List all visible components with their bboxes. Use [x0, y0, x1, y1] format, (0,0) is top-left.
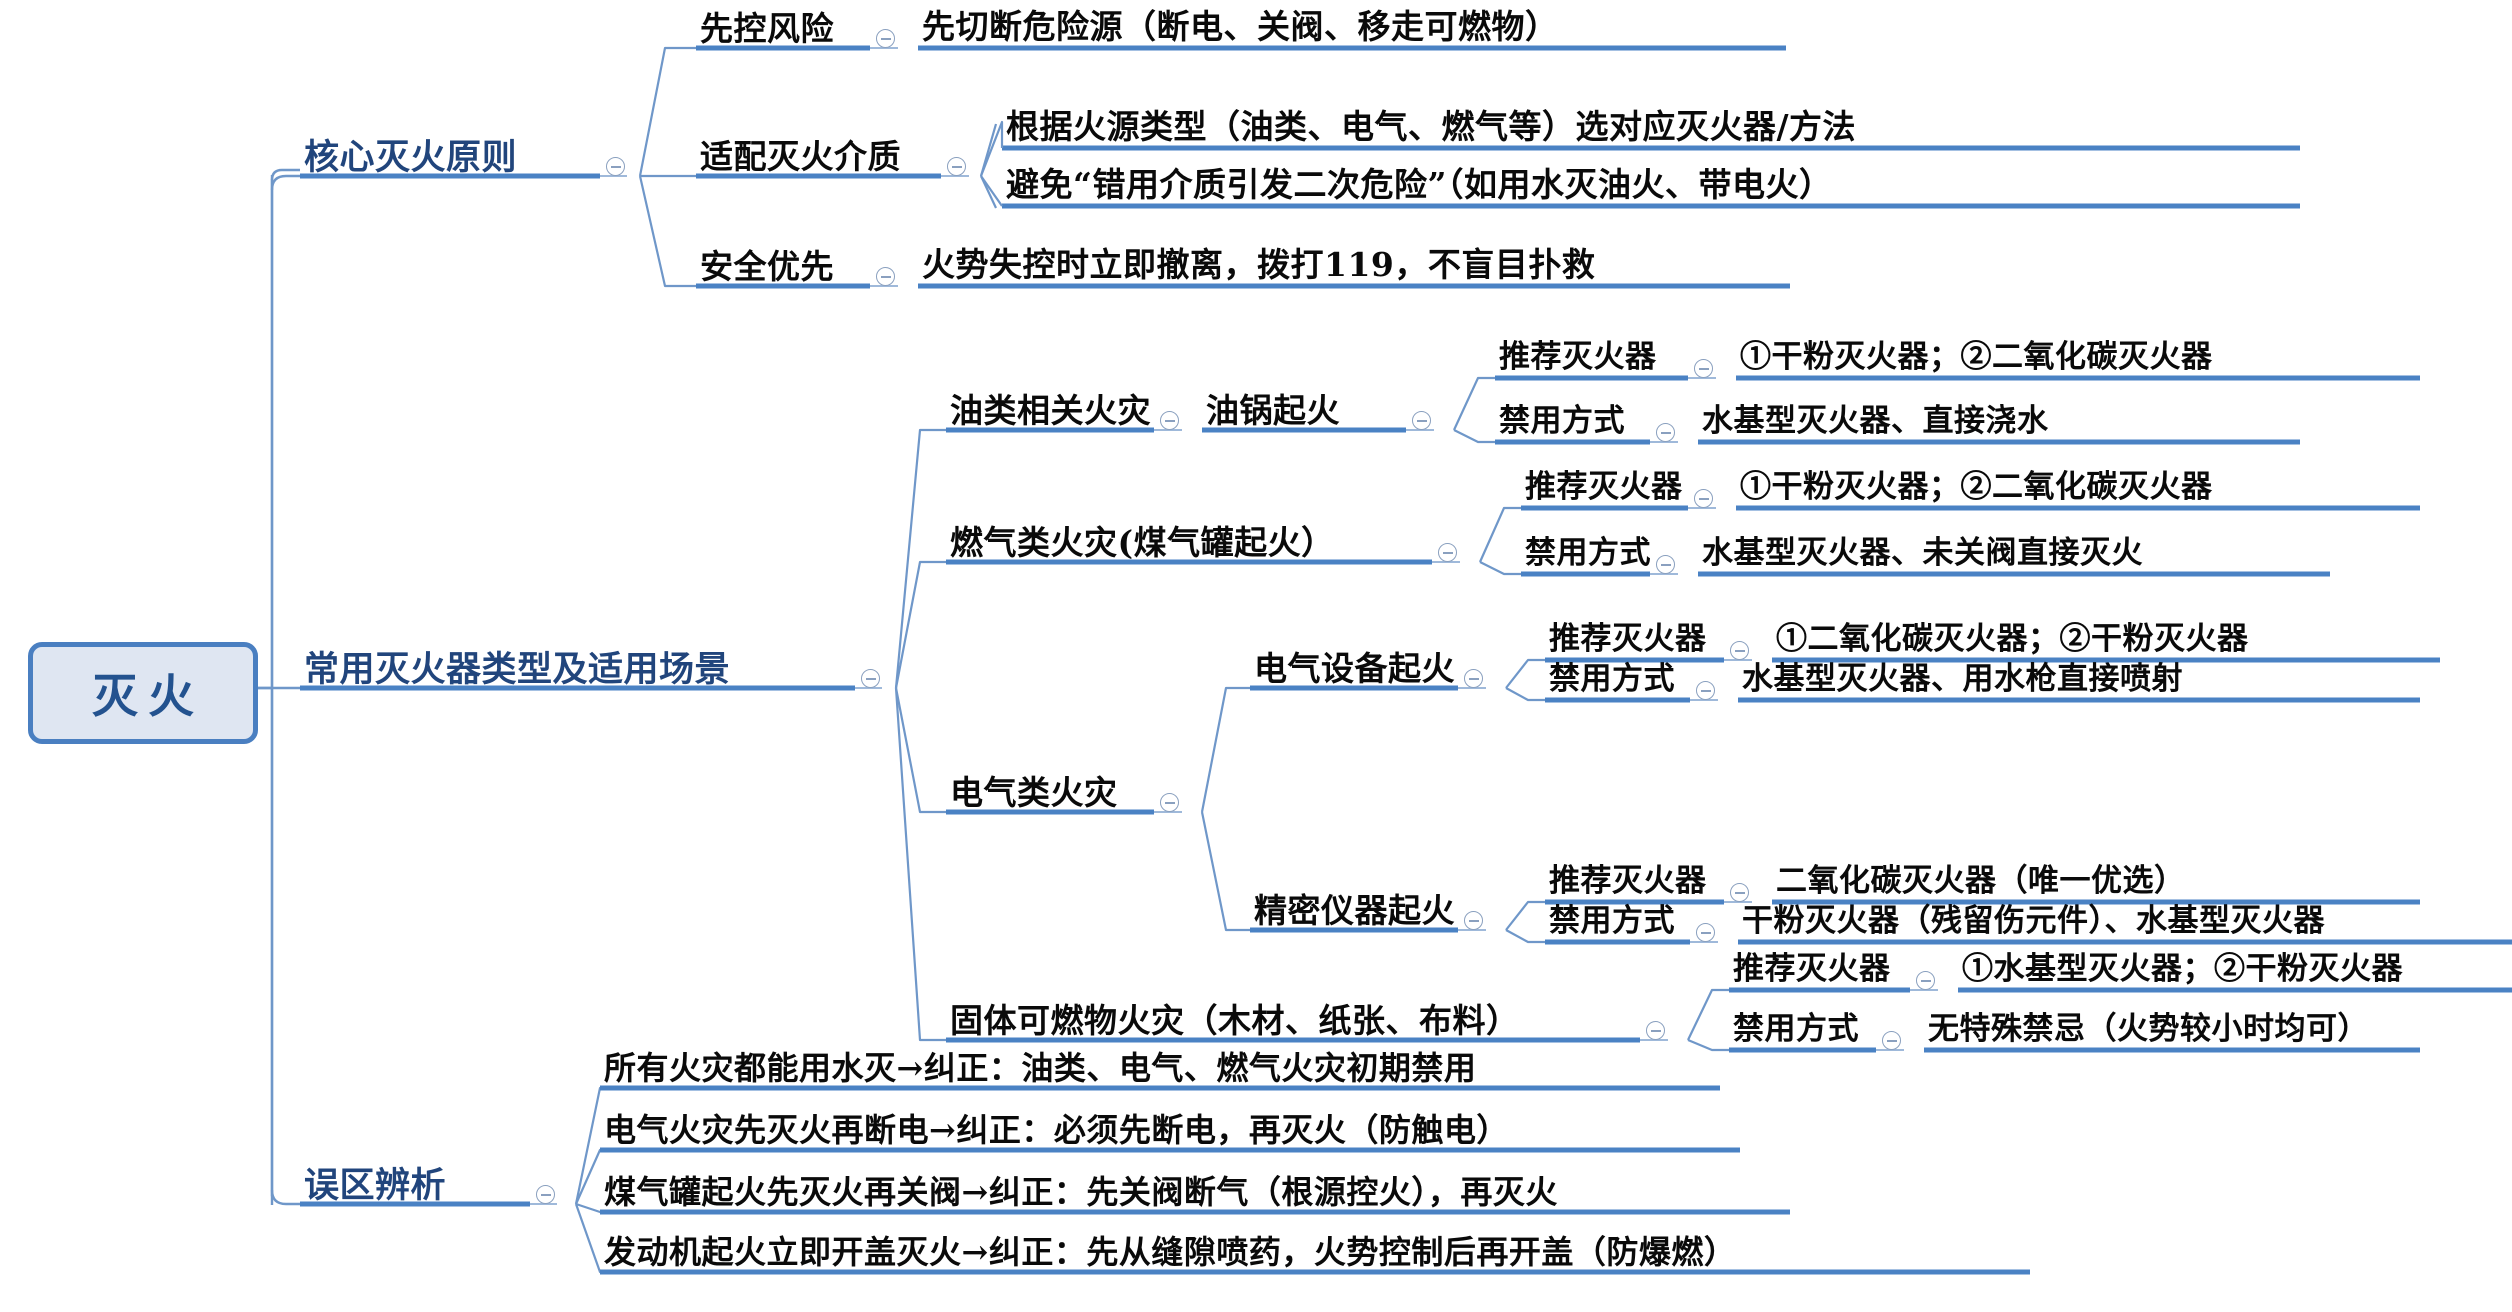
collapse-toggle-icon[interactable] — [1464, 669, 1483, 688]
node-medium-match-label[interactable]: 适配灭火介质 — [700, 137, 901, 176]
row-value-gas-recommend[interactable]: ①干粉灭火器；②二氧化碳灭火器 — [1740, 469, 2213, 505]
row-value-precision-forbidden[interactable]: 干粉灭火器（残留伤元件）、水基型灭火器 — [1742, 903, 2325, 939]
node-solid-combustible-fire-label[interactable]: 固体可燃物火灾（木材、纸张、布料） — [950, 1001, 1520, 1040]
collapse-toggle-icon[interactable] — [1160, 411, 1179, 430]
collapse-toggle-icon[interactable] — [876, 267, 895, 286]
collapse-toggle-icon[interactable] — [947, 157, 966, 176]
misconception-item-1[interactable]: 所有火灾都能用水灭→纠正：油类、电气、燃气火灾初期禁用 — [604, 1049, 1477, 1087]
detail-risk-control-1[interactable]: 先切断危险源（断电、关阀、移走可燃物） — [922, 7, 1559, 46]
collapse-toggle-icon[interactable] — [1694, 489, 1713, 508]
collapse-toggle-icon[interactable] — [606, 157, 625, 176]
branch-core-principles-label[interactable]: 核心灭火原则 — [304, 137, 518, 178]
row-value-solid-forbidden[interactable]: 无特殊禁忌（火势较小时均可） — [1928, 1011, 2369, 1047]
detail-medium-match-1[interactable]: 根据火源类型（油类、电气、燃气等）选对应灭火器/方法 — [1006, 107, 1857, 146]
misconception-item-2[interactable]: 电气火灾先灭火再断电→纠正：必须先断电，再灭火（防触电） — [604, 1111, 1509, 1149]
row-key-gas-recommend[interactable]: 推荐灭火器 — [1525, 469, 1683, 505]
collapse-toggle-icon[interactable] — [1696, 923, 1715, 942]
row-value-equipment-recommend[interactable]: ①二氧化碳灭火器；②干粉灭火器 — [1776, 621, 2249, 657]
collapse-toggle-icon[interactable] — [1730, 883, 1749, 902]
collapse-toggle-icon[interactable] — [1656, 423, 1675, 442]
collapse-toggle-icon[interactable] — [1694, 359, 1713, 378]
detail-medium-match-2[interactable]: 避免“错用介质引发二次危险”（如用水灭油火、带电火） — [1006, 165, 1833, 204]
root-node[interactable]: 灭火 — [28, 642, 258, 744]
row-value-precision-recommend[interactable]: 二氧化碳灭火器（唯一优选） — [1776, 863, 2186, 899]
node-risk-control-label[interactable]: 先控风险 — [700, 9, 834, 48]
node-oil-pan-fire-label[interactable]: 油锅起火 — [1206, 391, 1340, 430]
collapse-toggle-icon[interactable] — [1696, 681, 1715, 700]
node-oil-fire-label[interactable]: 油类相关火灾 — [950, 391, 1151, 430]
collapse-toggle-icon[interactable] — [1646, 1021, 1665, 1040]
collapse-toggle-icon[interactable] — [861, 669, 880, 688]
row-key-solid-forbidden[interactable]: 禁用方式 — [1733, 1011, 1859, 1047]
misconception-item-3[interactable]: 煤气罐起火先灭火再关阀→纠正：先关阀断气（根源控火），再灭火 — [604, 1173, 1558, 1211]
node-electrical-equipment-fire-label[interactable]: 电气设备起火 — [1254, 649, 1455, 688]
detail-safety-first-1[interactable]: 火势失控时立即撤离，拨打119，不盲目扑救 — [922, 245, 1596, 284]
row-value-solid-recommend[interactable]: ①水基型灭火器；②干粉灭火器 — [1962, 951, 2403, 987]
branch-misconceptions-label[interactable]: 误区辨析 — [304, 1165, 447, 1206]
root-node-label: 灭火 — [92, 669, 204, 723]
collapse-toggle-icon[interactable] — [1656, 555, 1675, 574]
row-key-equipment-forbidden[interactable]: 禁用方式 — [1549, 661, 1675, 697]
misconception-item-4[interactable]: 发动机起火立即开盖灭火→纠正：先从缝隙喷药，火势控制后再开盖（防爆燃） — [604, 1233, 1737, 1271]
row-key-oil-forbidden[interactable]: 禁用方式 — [1499, 403, 1625, 439]
row-key-solid-recommend[interactable]: 推荐灭火器 — [1733, 951, 1891, 987]
collapse-toggle-icon[interactable] — [876, 29, 895, 48]
row-key-precision-forbidden[interactable]: 禁用方式 — [1549, 903, 1675, 939]
row-key-precision-recommend[interactable]: 推荐灭火器 — [1549, 863, 1707, 899]
node-gas-fire-label[interactable]: 燃气类火灾(煤气罐起火） — [950, 523, 1335, 562]
collapse-toggle-icon[interactable] — [1730, 641, 1749, 660]
row-key-gas-forbidden[interactable]: 禁用方式 — [1525, 535, 1651, 571]
row-value-oil-forbidden[interactable]: 水基型灭火器、直接浇水 — [1702, 403, 2049, 439]
collapse-toggle-icon[interactable] — [1464, 911, 1483, 930]
node-electrical-fire-label[interactable]: 电气类火灾 — [950, 773, 1118, 812]
branch-extinguisher-types-label[interactable]: 常用灭火器类型及适用场景 — [304, 649, 731, 690]
collapse-toggle-icon[interactable] — [1412, 411, 1431, 430]
collapse-toggle-icon[interactable] — [1882, 1031, 1901, 1050]
row-value-oil-recommend[interactable]: ①干粉灭火器；②二氧化碳灭火器 — [1740, 339, 2213, 375]
row-value-gas-forbidden[interactable]: 水基型灭火器、未关阀直接灭火 — [1702, 535, 2143, 571]
node-precision-instrument-fire-label[interactable]: 精密仪器起火 — [1254, 891, 1455, 930]
row-key-oil-recommend[interactable]: 推荐灭火器 — [1499, 339, 1657, 375]
collapse-toggle-icon[interactable] — [1438, 543, 1457, 562]
node-safety-first-label[interactable]: 安全优先 — [700, 247, 834, 286]
row-key-equipment-recommend[interactable]: 推荐灭火器 — [1549, 621, 1707, 657]
collapse-toggle-icon[interactable] — [536, 1185, 555, 1204]
row-value-equipment-forbidden[interactable]: 水基型灭火器、用水枪直接喷射 — [1742, 661, 2183, 697]
collapse-toggle-icon[interactable] — [1160, 793, 1179, 812]
collapse-toggle-icon[interactable] — [1916, 971, 1935, 990]
